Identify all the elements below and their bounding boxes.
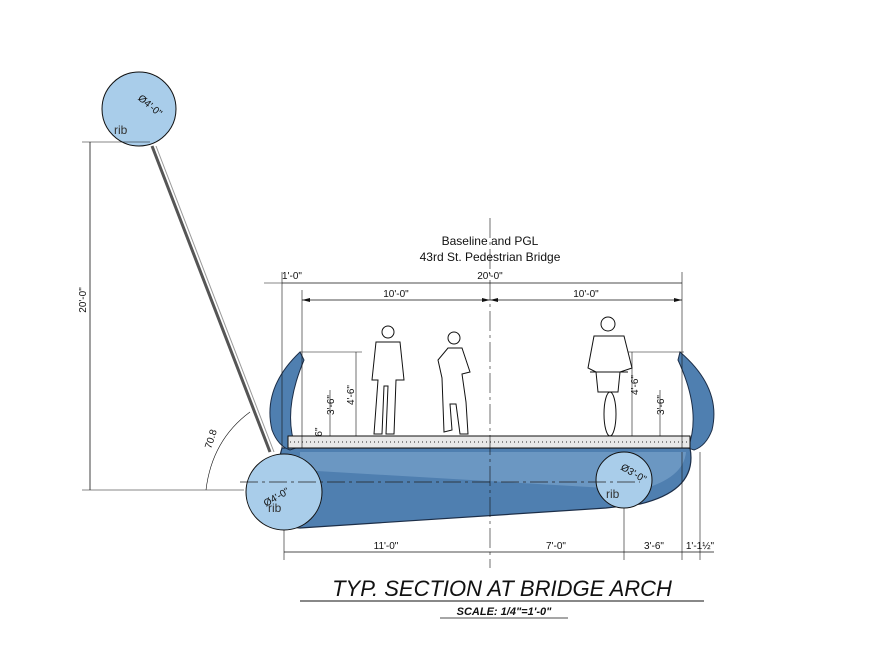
dim-bottom-far-right: 1'-1½" xyxy=(686,541,715,552)
left-railing xyxy=(269,351,305,451)
rib-left-label: rib xyxy=(268,501,282,515)
dim-angle: 70.8 xyxy=(203,428,220,450)
figure-runner xyxy=(437,331,471,435)
dim-total: 20'-0" xyxy=(477,271,503,282)
arrow xyxy=(674,298,682,302)
dim-bottom-left: 11'-0" xyxy=(374,541,399,552)
arrow xyxy=(490,298,498,302)
rib-right-label: rib xyxy=(606,487,620,501)
rib-top xyxy=(101,71,177,147)
arrow xyxy=(482,298,490,302)
dim-height: 20'-0" xyxy=(78,287,89,313)
dim-bottom-right: 3'-6" xyxy=(644,541,664,552)
dim-right-half: 10'-0" xyxy=(573,289,599,300)
dim-left-half: 10'-0" xyxy=(383,289,409,300)
dim-rail-left-outer: 3'-6" xyxy=(326,395,337,415)
baseline-note-1: Baseline and PGL xyxy=(442,234,539,248)
drawing-scale: SCALE: 1/4"=1'-0" xyxy=(457,606,552,618)
hanger-rod-edge xyxy=(155,145,275,453)
angle-arc xyxy=(205,411,251,491)
dim-rail-right-inner: 4'-6" xyxy=(630,375,641,395)
dim-left-margin: 1'-0" xyxy=(282,271,302,282)
baseline-note-2: 43rd St. Pedestrian Bridge xyxy=(420,250,561,264)
drawing-title: TYP. SECTION AT BRIDGE ARCH xyxy=(332,576,672,601)
rib-top-label: rib xyxy=(114,123,128,137)
deck-tub-shade xyxy=(300,452,686,490)
right-railing xyxy=(677,351,715,451)
dim-rail-left-inner: 4'-6" xyxy=(346,385,357,405)
figure-cyclist xyxy=(587,316,633,437)
figure-walker xyxy=(371,325,405,435)
hanger-rod xyxy=(150,145,272,453)
deck-slab xyxy=(287,435,691,449)
arrow xyxy=(302,298,310,302)
dim-bottom-mid: 7'-0" xyxy=(546,541,566,552)
dim-deck-small: 6" xyxy=(314,427,325,437)
dim-rail-right-outer: 3'-6" xyxy=(656,395,667,415)
